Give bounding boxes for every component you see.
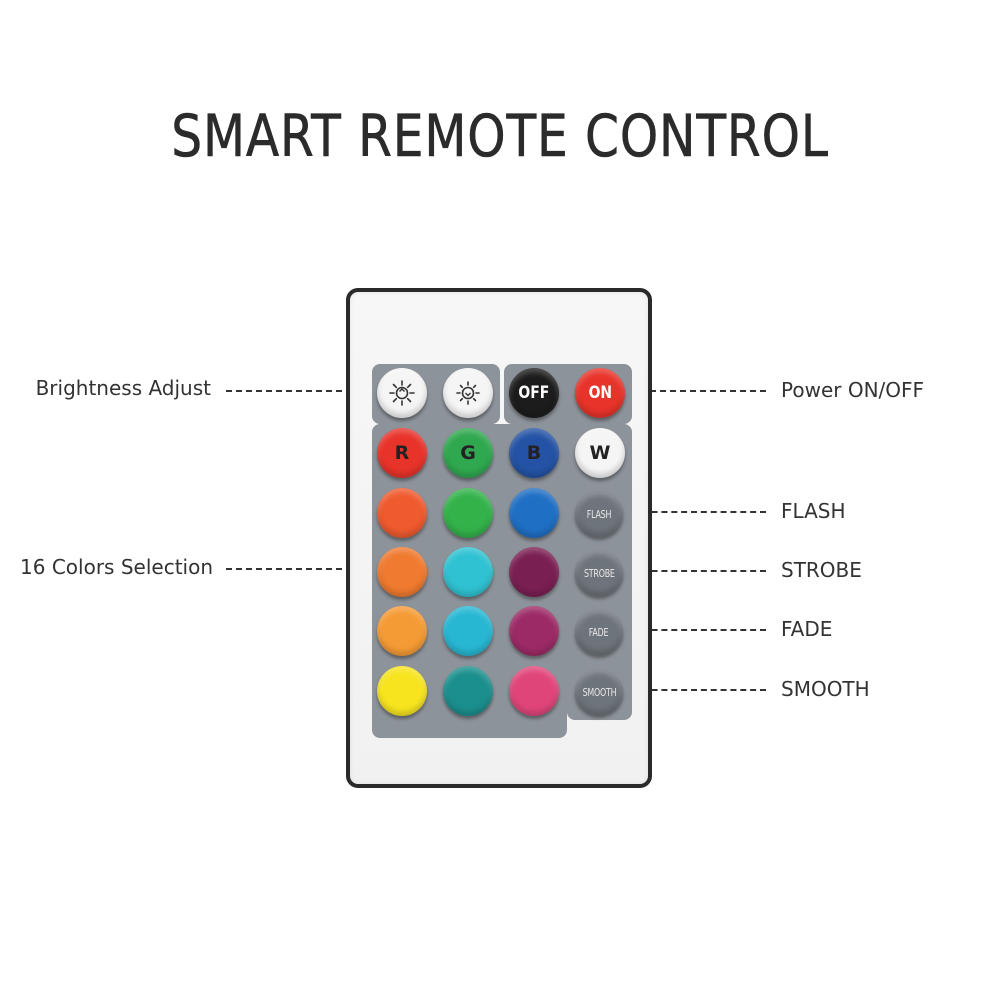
- brightness-up-icon: [389, 380, 415, 406]
- color-button-white[interactable]: W: [575, 428, 625, 478]
- green-label: G: [460, 442, 476, 464]
- smooth-label: SMOOTH: [582, 685, 616, 699]
- brightness-down-icon: [456, 381, 480, 405]
- color-button-pink[interactable]: [509, 666, 559, 716]
- callout-flash: FLASH: [781, 499, 846, 523]
- panel-notch: [567, 478, 632, 488]
- leader-line-brightness: [226, 390, 372, 392]
- leader-line-power: [620, 390, 766, 392]
- brightness-down-button[interactable]: [443, 368, 493, 418]
- callout-smooth: SMOOTH: [781, 677, 870, 701]
- flash-label: FLASH: [586, 507, 612, 521]
- color-button-orange-red[interactable]: [377, 488, 427, 538]
- blue-label: B: [526, 442, 542, 464]
- leader-line-smooth: [622, 689, 766, 691]
- color-button-plum[interactable]: [509, 547, 559, 597]
- leader-line-colors: [226, 568, 372, 570]
- color-button-red[interactable]: R: [377, 428, 427, 478]
- red-label: R: [394, 442, 410, 464]
- callout-power-on-off: Power ON/OFF: [781, 378, 925, 402]
- remote-control: OFF ON R G B W FLASH STROBE FADE SMOOTH: [346, 288, 652, 788]
- leader-line-fade: [622, 629, 766, 631]
- strobe-label: STROBE: [583, 566, 615, 580]
- callout-strobe: STROBE: [781, 558, 862, 582]
- color-button-light-green[interactable]: [443, 488, 493, 538]
- callout-fade: FADE: [781, 617, 833, 641]
- color-button-sky-blue[interactable]: [443, 606, 493, 656]
- leader-line-flash: [622, 511, 766, 513]
- color-button-green[interactable]: G: [443, 428, 493, 478]
- brightness-up-button[interactable]: [377, 368, 427, 418]
- callout-brightness-adjust: Brightness Adjust: [35, 376, 211, 400]
- color-button-orange[interactable]: [377, 547, 427, 597]
- page-title: SMART REMOTE CONTROL: [171, 102, 829, 171]
- color-button-yellow[interactable]: [377, 666, 427, 716]
- color-button-blue[interactable]: B: [509, 428, 559, 478]
- white-label: W: [589, 442, 611, 464]
- smooth-button[interactable]: SMOOTH: [575, 669, 623, 715]
- fade-button[interactable]: FADE: [575, 609, 623, 655]
- power-off-button[interactable]: OFF: [509, 368, 559, 418]
- color-button-magenta[interactable]: [509, 606, 559, 656]
- power-off-label: OFF: [518, 383, 550, 403]
- color-button-cyan[interactable]: [443, 547, 493, 597]
- power-on-button[interactable]: ON: [575, 368, 625, 418]
- color-button-light-orange[interactable]: [377, 606, 427, 656]
- power-on-label: ON: [588, 383, 612, 403]
- callout-16-colors: 16 Colors Selection: [20, 555, 213, 579]
- color-button-teal[interactable]: [443, 666, 493, 716]
- strobe-button[interactable]: STROBE: [575, 550, 623, 596]
- flash-button[interactable]: FLASH: [575, 491, 623, 537]
- color-button-medium-blue[interactable]: [509, 488, 559, 538]
- leader-line-strobe: [622, 570, 766, 572]
- fade-label: FADE: [589, 625, 609, 639]
